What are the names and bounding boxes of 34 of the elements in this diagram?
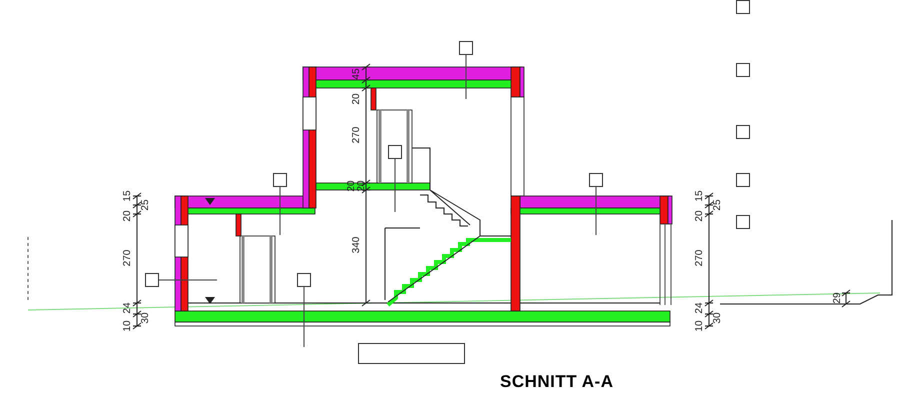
leader-line [394, 158, 396, 212]
callout-box [736, 63, 750, 77]
dimension-value: 25 [713, 199, 723, 211]
dimension-value: 340 [352, 236, 362, 254]
dimension-value: 30 [141, 312, 151, 324]
dimension-value: 20 [352, 93, 362, 105]
callout-box [459, 41, 473, 55]
callout-box [736, 215, 750, 229]
callout-box [358, 343, 465, 364]
section-title: SCHNITT A-A [500, 372, 614, 392]
dimension-value: 20 [123, 210, 133, 222]
dimension-value: 24 [123, 302, 133, 314]
callout-box [297, 273, 311, 287]
dimension-value: 270 [352, 126, 362, 144]
dimension-value: 24 [695, 302, 705, 314]
callout-box [736, 125, 750, 139]
dimension-value: 270 [123, 250, 133, 266]
dimension-value: 30 [713, 312, 723, 324]
callout-box [145, 273, 159, 287]
dimension-value: 20 [695, 210, 705, 222]
dimension-value: 29 [833, 292, 843, 304]
dimension-value: 270 [695, 250, 705, 266]
dimension-value: 15 [123, 190, 133, 202]
dimension-value: 20 [347, 180, 357, 192]
dimension-value: 45 [352, 68, 362, 80]
dimension-value: 10 [123, 320, 133, 332]
dimension-value: 10 [695, 320, 705, 332]
callout-box [736, 0, 750, 14]
callout-box [388, 145, 402, 159]
callout-box [589, 173, 603, 187]
dimension-value: 15 [695, 190, 705, 202]
callout-box [273, 173, 287, 187]
dimension-value: 25 [141, 199, 151, 211]
callout-box [736, 173, 750, 187]
